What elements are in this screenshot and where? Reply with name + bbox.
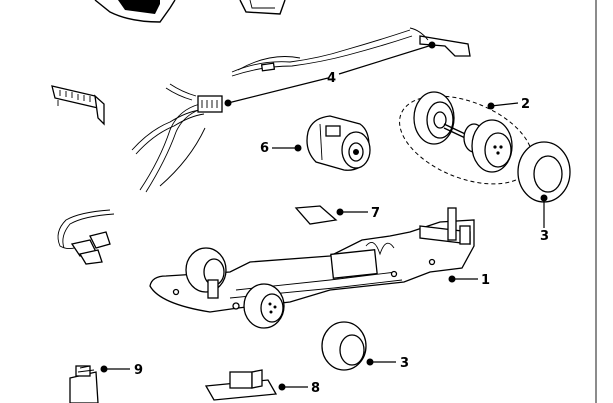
label-front-tyre: 3 [400,356,409,371]
guide-illustration [69,365,99,403]
rear-tyre [517,141,571,203]
guide-plate-illustration [204,369,278,401]
leader-lines [100,41,548,391]
label-motor: 6 [260,141,269,156]
cable-harness [131,83,223,193]
guide-wires [57,209,115,265]
label-rear-axle-assembly: 2 [521,97,530,112]
label-chassis: 1 [481,273,490,288]
cable-lead-top [231,27,471,77]
connector-board [51,85,105,126]
chassis-illustration [149,207,475,329]
car-body-illustration [94,0,286,23]
magnet-illustration [294,205,338,225]
motor-illustration [306,115,371,171]
label-magnet: 7 [371,206,380,221]
label-guide: 9 [134,363,143,378]
label-cables: 4 [327,71,336,86]
label-rear-tyre: 3 [540,229,549,244]
label-guide-plate: 8 [311,381,320,396]
front-tyre [321,321,367,371]
